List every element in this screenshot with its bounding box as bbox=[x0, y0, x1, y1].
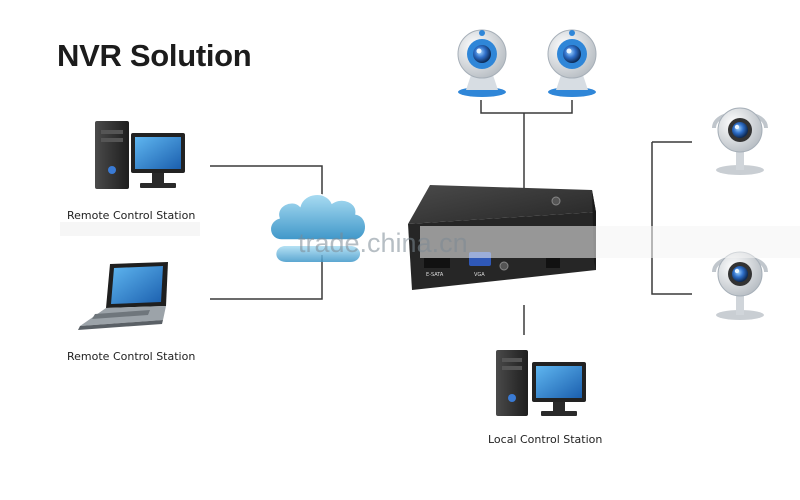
watermark: trade.china.cn bbox=[60, 222, 800, 258]
desktop-computer-icon bbox=[496, 350, 586, 416]
line-nvr-to-cameras bbox=[651, 141, 692, 295]
laptop-icon bbox=[78, 262, 168, 330]
security-camera-icon bbox=[712, 251, 768, 320]
desktop-computer-icon bbox=[95, 121, 185, 189]
security-camera-icon bbox=[712, 107, 768, 175]
cloud-icon bbox=[269, 193, 367, 262]
esata-port bbox=[424, 258, 450, 268]
webcam-icon bbox=[457, 29, 507, 97]
line-laptop-to-cloud bbox=[210, 255, 323, 300]
watermark-text: trade.china.cn bbox=[298, 228, 468, 258]
vga-port-label: VGA bbox=[474, 272, 485, 278]
esata-port-label: E-SATA bbox=[426, 272, 444, 278]
line-desktop-to-cloud bbox=[210, 165, 323, 196]
remote-laptop-label: Remote Control Station bbox=[67, 350, 196, 363]
connection-lines bbox=[210, 100, 692, 335]
remote-desktop-label: Remote Control Station bbox=[67, 209, 196, 222]
line-webcams-bus bbox=[480, 100, 573, 114]
page-title: NVR Solution bbox=[57, 38, 252, 73]
webcam-icon bbox=[547, 29, 597, 97]
local-station-label: Local Control Station bbox=[488, 433, 603, 446]
